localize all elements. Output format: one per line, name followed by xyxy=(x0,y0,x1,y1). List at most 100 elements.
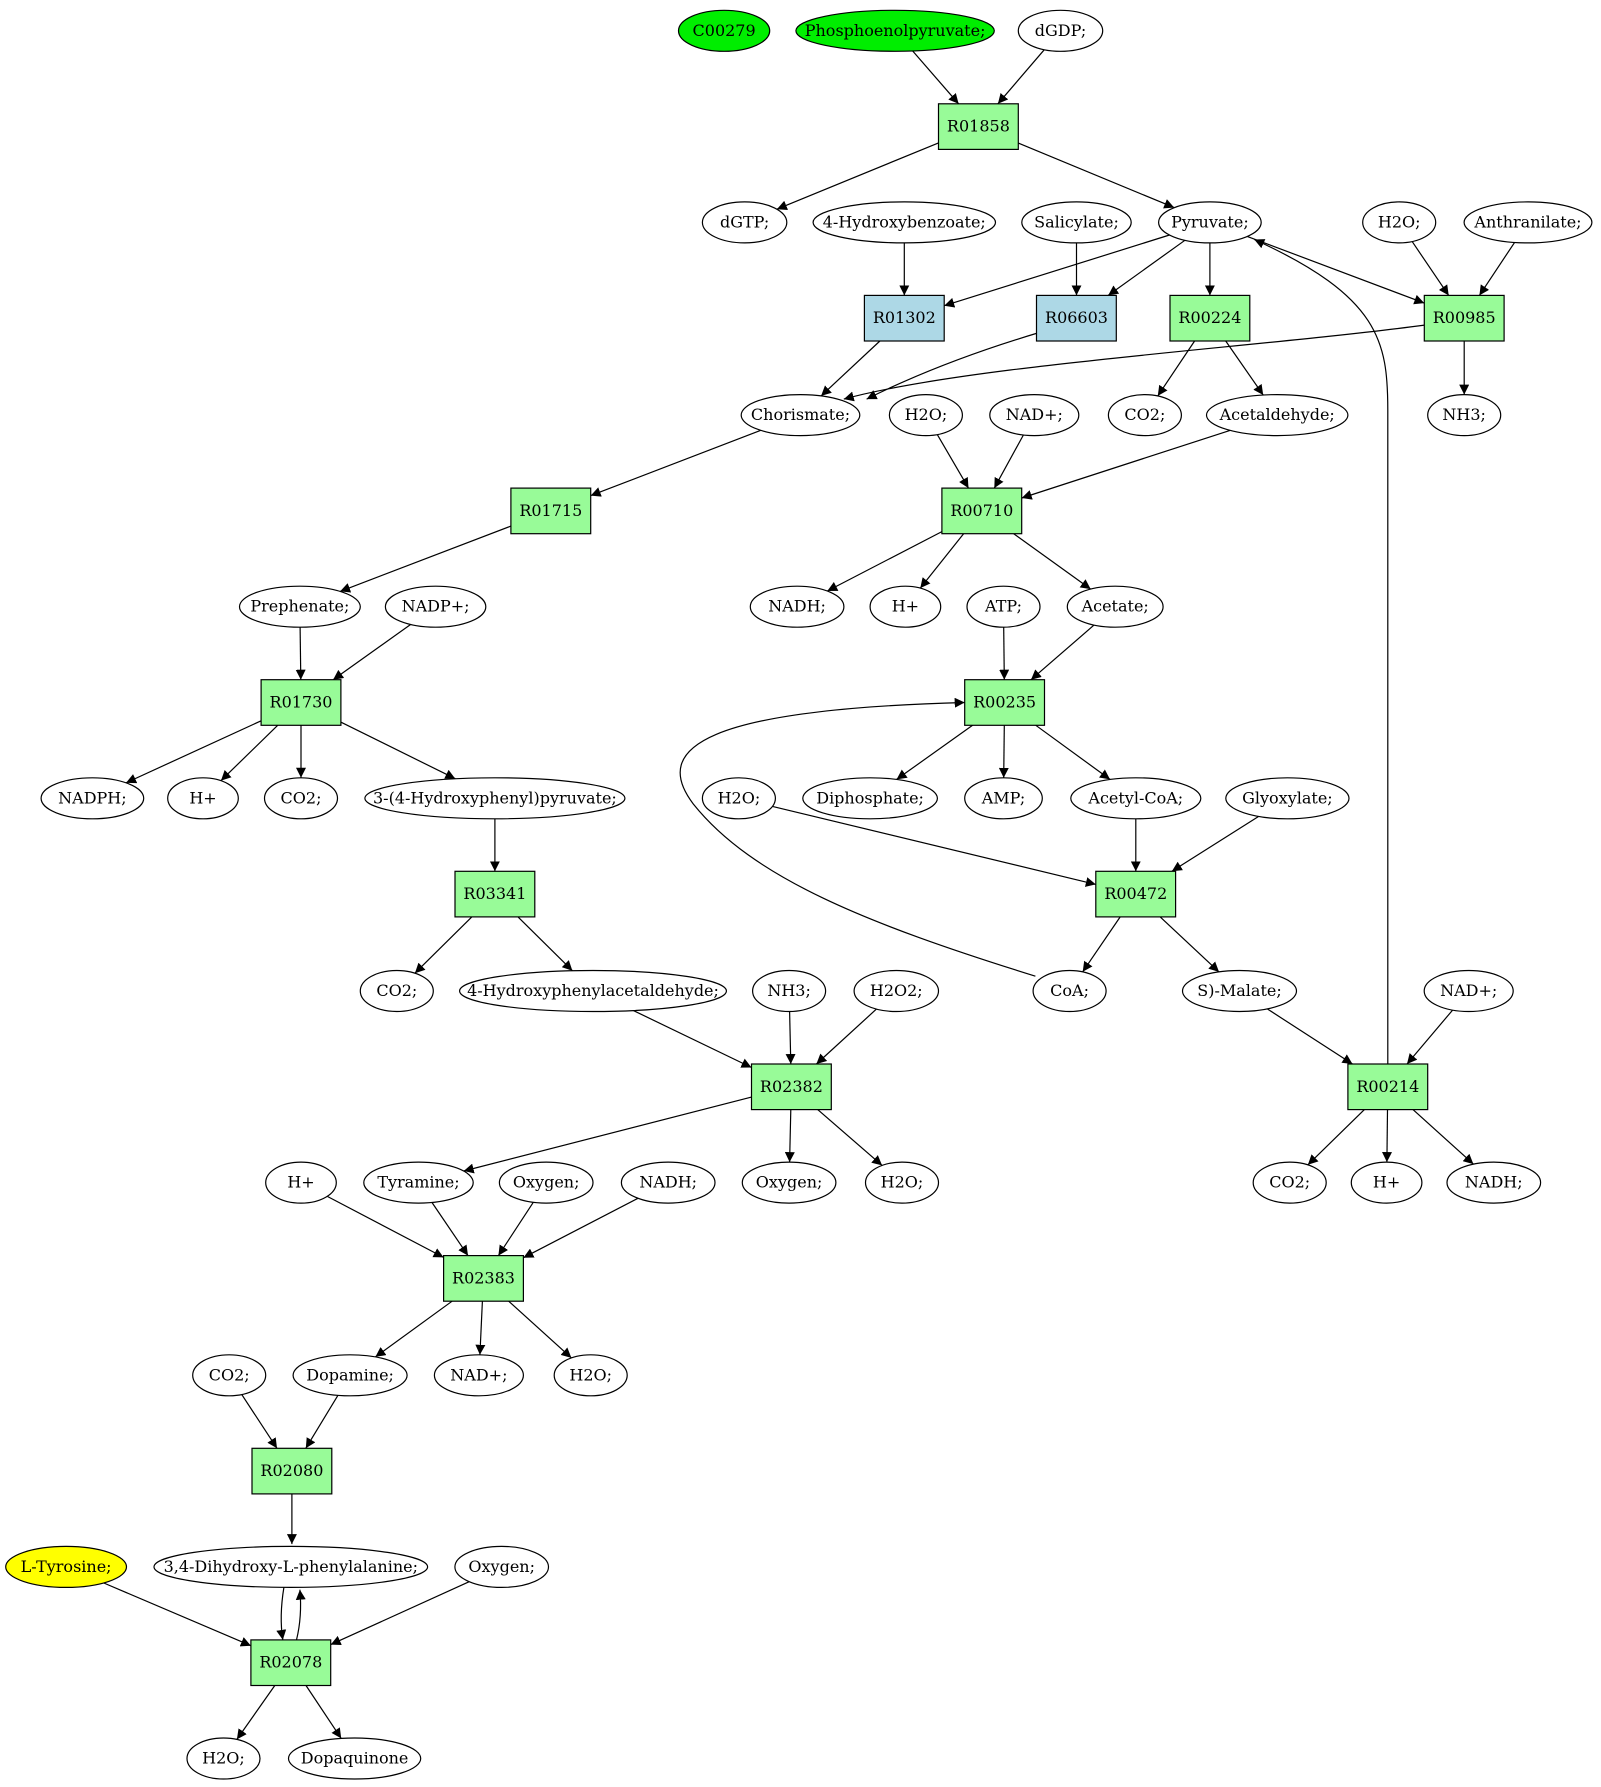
edge-tyra-to-r02383 xyxy=(431,1202,469,1256)
node-label: 4-Hydroxyphenylacetaldehyde; xyxy=(467,981,719,1000)
reaction-box xyxy=(964,679,1046,726)
compound-node-h_d: H+ xyxy=(1350,1161,1423,1204)
compound-node-dopaq: Dopaquinone xyxy=(287,1737,422,1780)
edge-acald-to-r00710 xyxy=(1021,429,1231,500)
edge-r00224-to-acald xyxy=(1225,340,1264,396)
node-label: Oxygen; xyxy=(513,1173,580,1192)
node-label: Oxygen; xyxy=(468,1557,535,1576)
compound-node-anth: Anthranilate; xyxy=(1463,201,1593,244)
compound-ellipse xyxy=(1157,201,1262,244)
node-label: R00224 xyxy=(1178,308,1241,327)
compound-ellipse xyxy=(812,201,997,244)
compound-node-co2_b: CO2; xyxy=(263,777,339,820)
reaction-node-r01302: R01302 xyxy=(863,294,945,342)
compound-node-accoa: Acetyl-CoA; xyxy=(1070,777,1202,820)
compound-ellipse xyxy=(620,1161,716,1204)
compound-node-dgtp: dGTP; xyxy=(701,201,788,244)
node-label: Anthranilate; xyxy=(1473,212,1581,231)
reaction-box xyxy=(251,1447,333,1495)
compound-node-h2o_a: H2O; xyxy=(1362,201,1437,244)
compound-node-coa: CoA; xyxy=(1032,969,1107,1013)
node-label: CO2; xyxy=(209,1365,250,1384)
edge-dgdp-to-r01858 xyxy=(997,49,1045,105)
node-label: 3-(4-Hydroxyphenyl)pyruvate; xyxy=(373,788,617,807)
reaction-box xyxy=(863,294,945,342)
node-label: R02078 xyxy=(259,1653,322,1672)
node-label: H+ xyxy=(1373,1173,1400,1192)
edge-r00214-to-co2_d xyxy=(1307,1109,1365,1166)
node-label: Acetyl-CoA; xyxy=(1087,788,1183,807)
reaction-box xyxy=(250,1639,332,1687)
node-label: Acetate; xyxy=(1081,597,1149,616)
compound-node-nadp: NADP+; xyxy=(384,585,487,628)
node-label: NADH; xyxy=(1465,1173,1523,1192)
edge-nad_a-to-r00710 xyxy=(993,434,1024,489)
edge-nadh_b-to-r02383 xyxy=(523,1197,639,1259)
node-label: CoA; xyxy=(1050,981,1089,1000)
edge-r02383-to-nad_c xyxy=(475,1301,486,1355)
compound-ellipse xyxy=(749,585,845,628)
node-label: NH3; xyxy=(1442,405,1486,424)
edge-r00214-to-pyr xyxy=(1254,238,1389,1064)
node-label: R06603 xyxy=(1045,308,1108,327)
reaction-box xyxy=(1169,294,1251,342)
compound-node-dipho: Diphosphate; xyxy=(802,777,938,820)
compound-ellipse xyxy=(1423,969,1514,1013)
compound-ellipse xyxy=(153,1545,429,1589)
compound-ellipse xyxy=(1032,969,1107,1013)
edge-h2o2-to-r02382 xyxy=(815,1008,877,1065)
compound-node-hpp: 3-(4-Hydroxyphenyl)pyruvate; xyxy=(364,777,626,820)
reaction-box xyxy=(1035,294,1117,342)
edge-r00985-to-chor xyxy=(843,324,1426,402)
compound-ellipse xyxy=(1021,201,1132,244)
compound-node-nadph: NADPH; xyxy=(40,777,145,820)
edge-nh3_b-to-r02382 xyxy=(785,1011,796,1065)
compound-node-tyra: Tyramine; xyxy=(363,1161,474,1204)
node-label: Salicylate; xyxy=(1034,212,1119,231)
compound-ellipse xyxy=(1017,9,1104,52)
compound-ellipse xyxy=(459,969,727,1013)
compound-ellipse xyxy=(186,1737,261,1780)
reaction-node-r00235: R00235 xyxy=(964,679,1046,726)
node-label: Glyoxylate; xyxy=(1242,788,1333,807)
compound-ellipse xyxy=(888,394,964,437)
edge-r03341-to-hpa xyxy=(517,916,573,972)
compound-node-ltyr: L-Tyrosine; xyxy=(5,1545,128,1589)
compound-ellipse xyxy=(1362,201,1437,244)
node-label: NADH; xyxy=(768,597,826,616)
node-label: Chorismate; xyxy=(751,405,850,424)
compound-node-sal: Salicylate; xyxy=(1021,201,1132,244)
reaction-box xyxy=(937,103,1019,151)
edge-r02078-to-dopaq xyxy=(305,1685,342,1739)
compound-ellipse xyxy=(869,585,942,628)
compound-ellipse xyxy=(1181,969,1298,1013)
node-label: CO2; xyxy=(281,788,322,807)
edge-coa-to-r00235 xyxy=(679,697,1036,977)
edge-r00224-to-co2_a xyxy=(1157,340,1196,397)
node-label: CO2; xyxy=(1124,405,1165,424)
compound-node-ldopa: 3,4-Dihydroxy-L-phenylalanine; xyxy=(153,1545,429,1589)
compound-ellipse xyxy=(1252,1161,1327,1204)
edge-r00710-to-acet xyxy=(1013,533,1092,590)
edge-r02078-to-ldopa xyxy=(295,1589,306,1641)
node-label: NADPH; xyxy=(58,788,127,807)
node-label: Dopaquinone xyxy=(301,1749,409,1768)
compound-ellipse xyxy=(384,585,487,628)
compound-ellipse xyxy=(454,1545,550,1589)
node-label: CO2; xyxy=(1269,1173,1310,1192)
node-label: H2O2; xyxy=(870,981,923,1000)
compound-node-nadh_c: NADH; xyxy=(1446,1161,1542,1204)
reaction-node-r06603: R06603 xyxy=(1035,294,1117,342)
compound-ellipse xyxy=(40,777,145,820)
compound-ellipse xyxy=(265,1161,337,1204)
edge-r00235-to-amp xyxy=(998,725,1009,778)
compound-ellipse xyxy=(802,777,938,820)
node-label: H+ xyxy=(892,597,919,616)
compound-node-h2o_c: H2O; xyxy=(701,777,777,820)
compound-ellipse xyxy=(1070,777,1202,820)
compound-node-nadh_a: NADH; xyxy=(749,585,845,628)
node-label: L-Tyrosine; xyxy=(21,1557,112,1576)
compound-node-smal: S)-Malate; xyxy=(1181,969,1298,1013)
compound-ellipse xyxy=(498,1161,594,1204)
